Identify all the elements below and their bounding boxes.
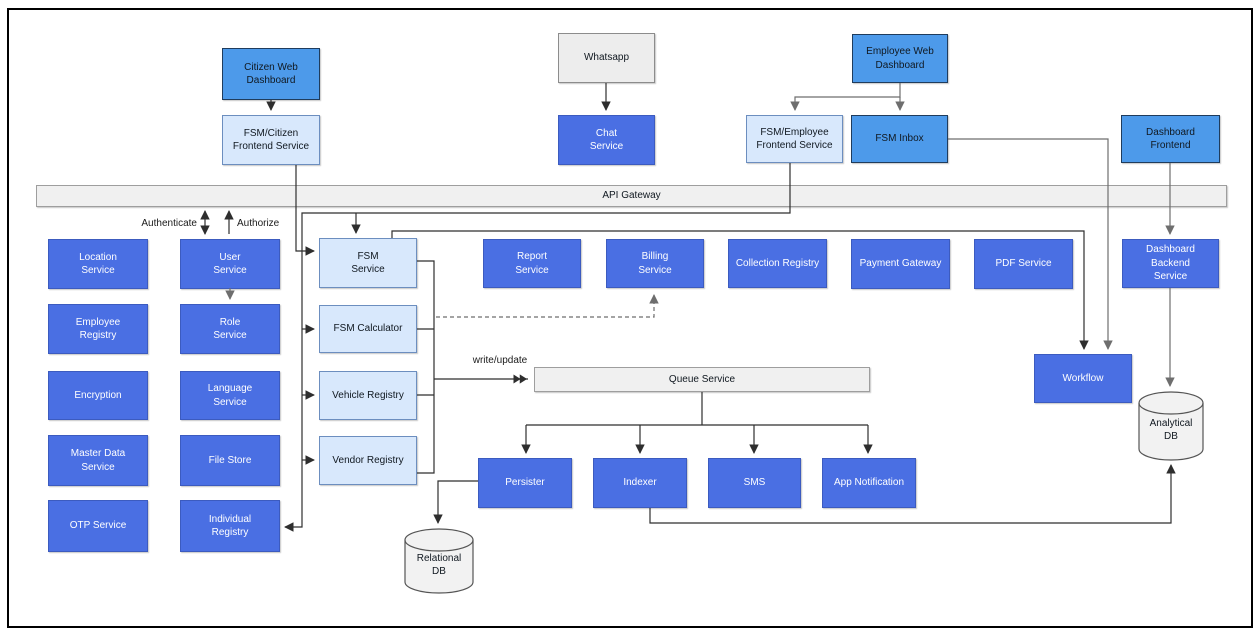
- node-label: File Store: [208, 454, 252, 466]
- node-encryption: Encryption: [48, 371, 148, 420]
- node-workflow: Workflow: [1034, 354, 1132, 403]
- node-user-service: User Service: [180, 239, 280, 289]
- node-label: Indexer: [623, 477, 657, 489]
- node-language-service: Language Service: [180, 371, 280, 420]
- node-label: Queue Service: [668, 373, 736, 385]
- node-label: OTP Service: [69, 520, 127, 532]
- node-label: Chat Service: [589, 127, 624, 153]
- node-billing-service: Billing Service: [606, 239, 704, 288]
- node-individual-registry: Individual Registry: [180, 500, 280, 552]
- node-label: Analytical DB: [1149, 418, 1193, 442]
- node-location-service: Location Service: [48, 239, 148, 289]
- node-app-notification: App Notification: [822, 458, 916, 508]
- node-label: Persister: [505, 477, 545, 489]
- node-vendor-registry: Vendor Registry: [319, 436, 417, 485]
- node-payment-gateway: Payment Gateway: [851, 239, 950, 289]
- node-label: Vehicle Registry: [332, 389, 404, 401]
- node-employee-web-dashboard: Employee Web Dashboard: [852, 34, 948, 83]
- node-label: Relational DB: [416, 553, 462, 577]
- node-analytical-db: Analytical DB: [1138, 391, 1204, 461]
- node-label: Individual Registry: [208, 513, 252, 539]
- node-label: Whatsapp: [583, 52, 630, 64]
- node-role-service: Role Service: [180, 304, 280, 354]
- node-collection-registry: Collection Registry: [728, 239, 827, 288]
- node-label: Dashboard Frontend: [1146, 126, 1195, 152]
- node-label: Collection Registry: [735, 257, 820, 269]
- node-indexer: Indexer: [593, 458, 687, 508]
- node-vehicle-registry: Vehicle Registry: [319, 371, 417, 420]
- node-whatsapp: Whatsapp: [558, 33, 655, 83]
- node-label: FSM/Citizen Frontend Service: [232, 127, 310, 153]
- node-master-data-service: Master Data Service: [48, 435, 148, 486]
- node-label: PDF Service: [995, 258, 1052, 270]
- node-persister: Persister: [478, 458, 572, 508]
- node-label: SMS: [743, 477, 766, 489]
- node-label: Workflow: [1062, 372, 1104, 384]
- node-label: API Gateway: [602, 190, 661, 202]
- node-dashboard-backend-service: Dashboard Backend Service: [1122, 239, 1219, 288]
- node-label: FSM Calculator: [333, 323, 403, 335]
- edge-label-authorize: Authorize: [237, 218, 280, 229]
- node-file-store: File Store: [180, 435, 280, 486]
- node-label: App Notification: [833, 477, 905, 489]
- node-queue-service: Queue Service: [534, 367, 870, 392]
- node-label: User Service: [213, 251, 247, 277]
- node-label: Vendor Registry: [332, 454, 404, 466]
- node-fsm-employee-frontend-service: FSM/Employee Frontend Service: [746, 115, 843, 163]
- node-fsm-service: FSM Service: [319, 238, 417, 288]
- node-chat-service: Chat Service: [558, 115, 655, 165]
- node-label: Employee Registry: [75, 316, 121, 342]
- node-employee-registry: Employee Registry: [48, 304, 148, 354]
- node-fsm-inbox: FSM Inbox: [851, 115, 948, 163]
- node-label: Language Service: [207, 383, 253, 408]
- edge-label-authenticate: Authenticate: [141, 218, 197, 229]
- node-label: FSM Service: [351, 250, 385, 276]
- node-label: Encryption: [74, 389, 122, 401]
- node-api-gateway: API Gateway: [36, 185, 1227, 207]
- diagram-border: [7, 8, 1253, 628]
- node-label: Billing Service: [638, 251, 672, 276]
- database-cylinder-icon: [1138, 391, 1204, 461]
- node-label: FSM/Employee Frontend Service: [756, 126, 833, 152]
- edge-label-write-update: write/update: [472, 355, 528, 366]
- node-label: Role Service: [213, 316, 247, 342]
- node-relational-db: Relational DB: [404, 528, 474, 594]
- node-fsm-calculator: FSM Calculator: [319, 305, 417, 353]
- database-cylinder-icon: [404, 528, 474, 594]
- node-otp-service: OTP Service: [48, 500, 148, 552]
- node-label: Location Service: [79, 251, 117, 277]
- node-label: Report Service: [515, 251, 549, 276]
- node-sms: SMS: [708, 458, 801, 508]
- node-label: Citizen Web Dashboard: [244, 61, 298, 87]
- node-label: Master Data Service: [70, 448, 126, 473]
- node-label: Employee Web Dashboard: [866, 46, 934, 71]
- node-report-service: Report Service: [483, 239, 581, 288]
- node-dashboard-frontend: Dashboard Frontend: [1121, 115, 1220, 163]
- node-label: Payment Gateway: [859, 258, 942, 270]
- node-fsm-citizen-frontend-service: FSM/Citizen Frontend Service: [222, 115, 320, 165]
- node-pdf-service: PDF Service: [974, 239, 1073, 289]
- node-citizen-web-dashboard: Citizen Web Dashboard: [222, 48, 320, 100]
- node-label: Dashboard Backend Service: [1146, 244, 1195, 283]
- node-label: FSM Inbox: [875, 133, 924, 145]
